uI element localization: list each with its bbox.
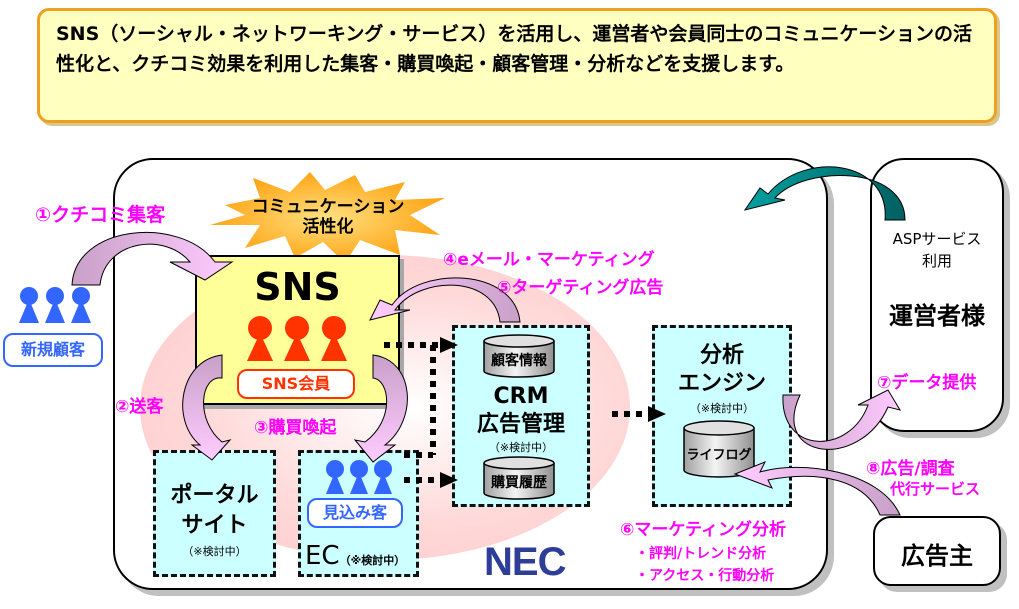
portal-note: （※検討中） xyxy=(182,545,247,558)
burst-text: コミュニケーション 活性化 xyxy=(228,197,428,237)
step8-line1: ⑧広告/調査 xyxy=(866,459,955,479)
asp-teal-arrow xyxy=(743,166,906,221)
arrowhead-icon xyxy=(440,472,458,488)
step6-sub1: ・評判/トレンド分析 xyxy=(635,546,767,562)
customer-info-label: 顧客情報 xyxy=(491,353,547,369)
arrow-data-provision xyxy=(782,389,902,450)
advertiser-title: 広告主 xyxy=(901,542,973,570)
step1-label: ①クチコミ集客 xyxy=(35,204,166,226)
customer-info-db: 顧客情報 xyxy=(483,334,555,378)
step7-label: ⑦データ提供 xyxy=(877,373,977,393)
header-text: SNS（ソーシャル・ネットワーキング・サービス）を活用し、運営者や会員同士のコミ… xyxy=(56,23,972,75)
header-description-box: SNS（ソーシャル・ネットワーキング・サービス）を活用し、運営者や会員同士のコミ… xyxy=(37,8,997,123)
operator-title: 運営者様 xyxy=(889,302,985,330)
asp-line2: 利用 xyxy=(921,252,952,270)
crm-box: 顧客情報 CRM 広告管理 （※検討中） 購買履歴 xyxy=(452,325,590,507)
arrow-purchase-stimulation xyxy=(353,354,408,463)
sns-title: SNS xyxy=(254,265,341,309)
analysis-line1: 分析 xyxy=(699,343,744,368)
ec-title: EC xyxy=(305,541,340,571)
new-customer-label: 新規顧客 xyxy=(3,333,103,367)
arrow-word-of-mouth xyxy=(71,232,234,286)
crm-line1: CRM xyxy=(493,384,549,409)
prospect-people-icon xyxy=(326,460,392,494)
ec-note: （※検討中） xyxy=(339,554,406,567)
burst-line2: 活性化 xyxy=(302,217,354,237)
step6-sub2: ・アクセス・行動分析 xyxy=(635,568,775,584)
new-customer-people-icon xyxy=(19,287,91,323)
arrow-send-customer xyxy=(182,354,232,461)
ec-box: 見込み客 EC（※検討中） xyxy=(298,450,419,577)
arrowhead-icon xyxy=(440,337,458,353)
arrow-email-targeting xyxy=(369,277,521,323)
crm-note: （※検討中） xyxy=(488,441,554,454)
nec-logo: NEC xyxy=(484,540,566,584)
step6-label: ⑥マーケティング分析 xyxy=(620,520,787,540)
database-icon xyxy=(483,456,555,500)
lifelog-label: ライフログ xyxy=(686,448,752,463)
advertiser-box: 広告主 xyxy=(873,516,1001,586)
sns-member-people-icon xyxy=(247,316,347,361)
sns-member-label: SNS会員 xyxy=(237,369,355,399)
burst-line1: コミュニケーション xyxy=(251,197,405,217)
purchase-history-db: 購買履歴 xyxy=(483,456,555,500)
step3-label: ③購買喚起 xyxy=(254,418,337,438)
arrowhead-icon xyxy=(648,406,666,422)
database-icon xyxy=(483,334,555,378)
arrow-ad-research xyxy=(733,461,901,516)
sns-box: SNS SNS会員 xyxy=(195,255,400,405)
step4-label: ④eメール・マーケティング xyxy=(443,250,655,270)
lifelog-db: ライフログ xyxy=(683,420,755,478)
asp-line1: ASPサービス xyxy=(892,230,982,248)
ec-title-row: EC（※検討中） xyxy=(305,541,405,571)
step2-label: ②送客 xyxy=(115,397,164,417)
portal-line1: ポータル xyxy=(170,483,259,508)
burst-icon xyxy=(210,172,445,263)
step8-line2: 代行サービス xyxy=(890,480,981,498)
asp-text: ASPサービス 利用 xyxy=(870,228,1004,272)
analysis-line2: エンジン xyxy=(677,371,766,396)
step5-label: ⑤ターゲティング広告 xyxy=(497,278,664,298)
analysis-note: （※検討中） xyxy=(689,402,755,415)
purchase-history-label: 購買履歴 xyxy=(491,475,547,491)
crm-line2: 広告管理 xyxy=(476,412,565,437)
prospect-label: 見込み客 xyxy=(307,498,403,528)
portal-line2: サイト xyxy=(181,513,248,538)
